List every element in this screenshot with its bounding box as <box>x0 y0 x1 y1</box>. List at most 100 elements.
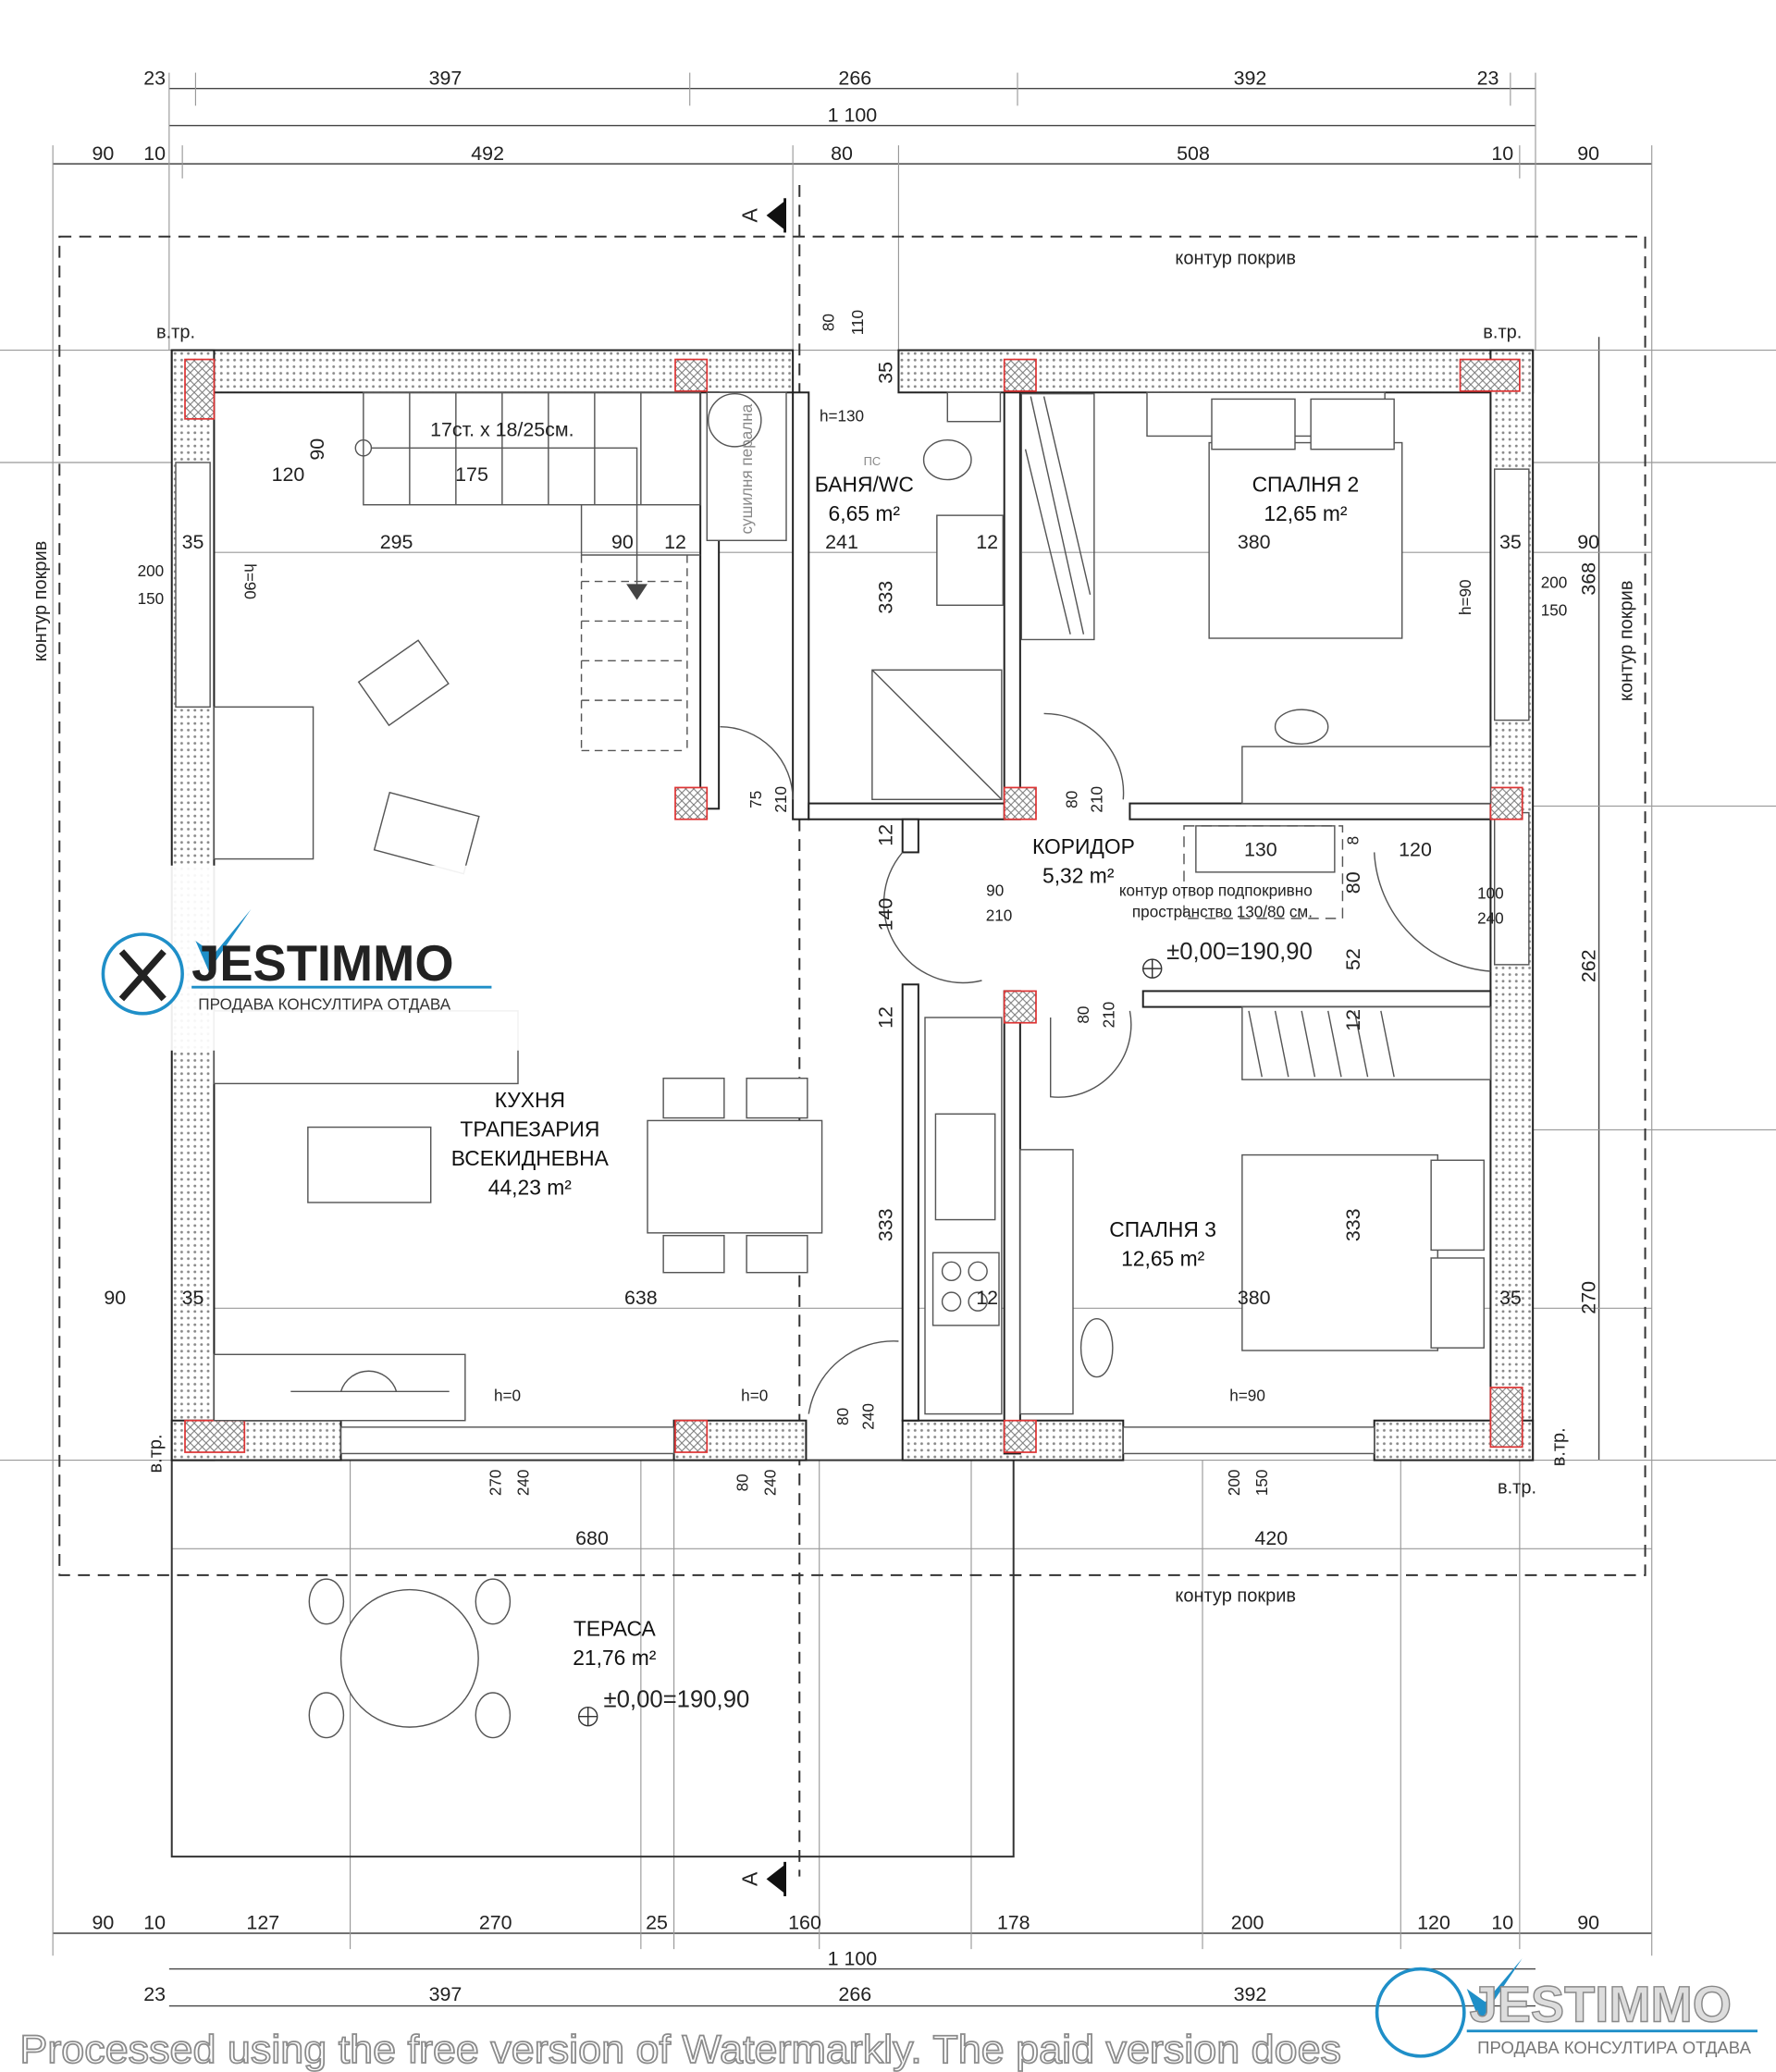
svg-text:266: 266 <box>838 1983 871 2005</box>
svg-text:в.тр.: в.тр. <box>156 323 195 343</box>
svg-text:80: 80 <box>831 142 853 165</box>
svg-text:±0,00=190,90: ±0,00=190,90 <box>1166 939 1313 965</box>
staircase <box>354 391 701 752</box>
svg-text:12: 12 <box>874 824 896 846</box>
svg-text:35: 35 <box>1499 531 1522 553</box>
svg-text:210: 210 <box>771 786 790 813</box>
svg-text:420: 420 <box>1254 1527 1288 1549</box>
svg-text:12: 12 <box>976 531 998 553</box>
svg-text:h=130: h=130 <box>820 407 864 426</box>
svg-text:90: 90 <box>92 1912 115 1934</box>
svg-text:21,76 m²: 21,76 m² <box>573 1646 657 1670</box>
svg-text:СПАЛНЯ 2: СПАЛНЯ 2 <box>1252 472 1360 496</box>
svg-text:сушилня перална: сушилня перална <box>737 403 756 534</box>
section-marker-top <box>766 198 786 233</box>
svg-text:в.тр.: в.тр. <box>1483 323 1522 343</box>
svg-text:80: 80 <box>1062 791 1080 808</box>
level-marker-icon <box>578 1707 598 1727</box>
svg-text:241: 241 <box>825 531 858 553</box>
svg-text:200: 200 <box>1231 1912 1264 1934</box>
svg-text:КОРИДОР: КОРИДОР <box>1032 834 1135 858</box>
svg-text:44,23 m²: 44,23 m² <box>488 1175 573 1199</box>
svg-text:80: 80 <box>819 314 837 331</box>
svg-text:150: 150 <box>1541 601 1568 620</box>
svg-text:12: 12 <box>1342 1009 1364 1031</box>
svg-text:35: 35 <box>182 531 204 553</box>
svg-text:23: 23 <box>143 67 166 89</box>
svg-text:392: 392 <box>1234 1983 1267 2005</box>
svg-text:ТЕРАСА: ТЕРАСА <box>574 1617 657 1641</box>
room-bedroom-2: СПАЛНЯ 2 12,65 m² <box>1252 472 1360 524</box>
svg-text:80: 80 <box>734 1474 752 1491</box>
svg-text:±0,00=190,90: ±0,00=190,90 <box>604 1687 750 1713</box>
svg-text:контур покрив: контур покрив <box>1175 249 1296 269</box>
room-bathroom: БАНЯ/WC6,65 m² <box>815 472 914 524</box>
svg-text:12,65 m²: 12,65 m² <box>1264 501 1348 525</box>
svg-text:ВСЕКИДНЕВНА: ВСЕКИДНЕВНА <box>451 1146 610 1170</box>
svg-text:210: 210 <box>1087 786 1105 813</box>
svg-text:90: 90 <box>1577 142 1599 165</box>
room-bedroom-3: СПАЛНЯ 312,65 m² <box>1109 1217 1216 1270</box>
svg-text:контур покрив: контур покрив <box>1616 581 1636 702</box>
terrace-outline <box>170 1459 1015 1858</box>
svg-text:397: 397 <box>429 1983 462 2005</box>
svg-text:пространство 130/80 см.: пространство 130/80 см. <box>1132 902 1313 920</box>
svg-text:90: 90 <box>306 438 328 461</box>
svg-text:100: 100 <box>1477 883 1504 902</box>
roof-contour <box>58 235 1646 1576</box>
svg-text:80: 80 <box>1074 1006 1092 1024</box>
svg-text:52: 52 <box>1342 948 1364 970</box>
svg-text:в.тр.: в.тр. <box>1548 1427 1569 1466</box>
svg-text:1 100: 1 100 <box>828 1947 878 1969</box>
svg-text:120: 120 <box>272 463 305 486</box>
svg-text:210: 210 <box>986 906 1013 925</box>
svg-text:КУХНЯ: КУХНЯ <box>495 1088 565 1112</box>
svg-text:10: 10 <box>143 1912 166 1934</box>
room-terrace: ТЕРАСА 21,76 m² <box>573 1617 657 1670</box>
svg-text:150: 150 <box>138 589 165 608</box>
svg-text:175: 175 <box>455 463 488 486</box>
svg-text:10: 10 <box>143 142 166 165</box>
svg-text:23: 23 <box>143 1983 166 2005</box>
svg-text:638: 638 <box>624 1287 658 1309</box>
svg-text:контур покрив: контур покрив <box>31 541 51 662</box>
svg-text:h=90: h=90 <box>1456 579 1474 615</box>
svg-text:130: 130 <box>1244 839 1277 861</box>
svg-text:270: 270 <box>479 1912 512 1934</box>
svg-text:в.тр.: в.тр. <box>1498 1477 1536 1498</box>
furniture <box>213 391 1492 1739</box>
checkmark-icon <box>195 908 252 971</box>
svg-text:110: 110 <box>848 310 867 335</box>
svg-text:240: 240 <box>1477 909 1504 928</box>
svg-text:200: 200 <box>138 561 165 580</box>
svg-text:266: 266 <box>838 67 871 89</box>
svg-text:90: 90 <box>1577 531 1599 553</box>
svg-text:ПРОДАВА КОНСУЛТИРА ОТДАВА: ПРОДАВА КОНСУЛТИРА ОТДАВА <box>198 994 450 1013</box>
svg-text:контур отвор подпокривно: контур отвор подпокривно <box>1119 882 1313 900</box>
svg-text:12: 12 <box>874 1006 896 1029</box>
svg-text:160: 160 <box>788 1912 821 1934</box>
svg-text:150: 150 <box>1252 1470 1271 1497</box>
svg-text:СПАЛНЯ 3: СПАЛНЯ 3 <box>1109 1217 1216 1241</box>
svg-text:200: 200 <box>1541 574 1568 592</box>
svg-text:140: 140 <box>874 898 896 931</box>
svg-text:17ст. x 18/25см.: 17ст. x 18/25см. <box>430 418 574 440</box>
plan-notes: контур покрив контур покрив контур покри… <box>31 207 1636 1886</box>
keys-logo-icon <box>101 932 184 1016</box>
checkmark-icon <box>1466 1958 1523 2022</box>
watermark-text: Processed using the free version of Wate… <box>19 2028 1341 2072</box>
svg-text:12: 12 <box>664 531 686 553</box>
svg-text:333: 333 <box>1342 1208 1364 1241</box>
svg-text:h=90: h=90 <box>1229 1386 1265 1404</box>
svg-text:25: 25 <box>646 1912 668 1934</box>
logo-watermark-bottom: JESTIMMO ПРОДАВА КОНСУЛТИРА ОТДАВА <box>1375 1958 1758 2058</box>
svg-text:10: 10 <box>1491 1912 1513 1934</box>
svg-text:368: 368 <box>1577 562 1599 596</box>
svg-text:90: 90 <box>986 882 1004 900</box>
svg-text:h=0: h=0 <box>741 1386 768 1404</box>
svg-text:8: 8 <box>1344 836 1363 845</box>
svg-text:10: 10 <box>1491 142 1513 165</box>
